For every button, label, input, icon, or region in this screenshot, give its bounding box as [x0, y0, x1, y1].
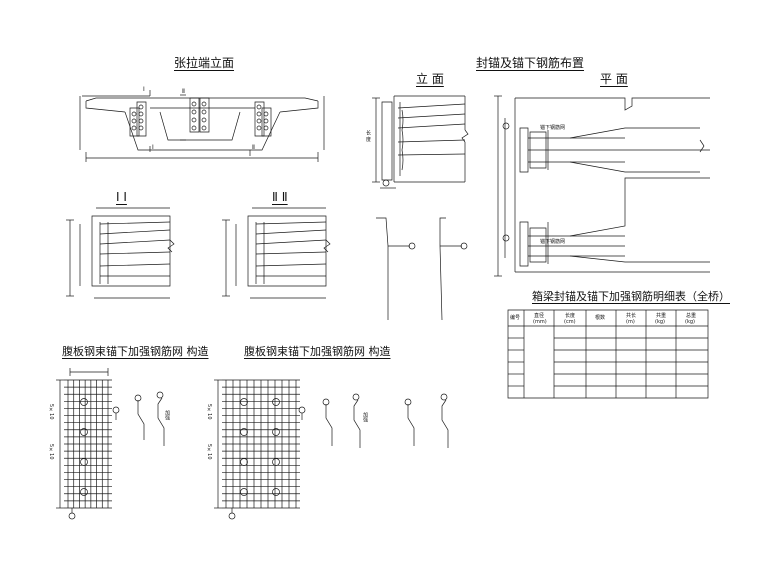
elevation-title: 立 面: [416, 72, 444, 86]
table-header-3: 根数: [595, 315, 606, 321]
anchorage-elevation-drawing: [372, 96, 468, 188]
anchorage-rebar-layout-title: 封锚及锚下钢筋布置: [476, 56, 585, 70]
section-mark-I-top: Ⅰ: [143, 86, 145, 93]
table-header-2-unit: (cm): [564, 319, 576, 325]
table-header-4-unit: (m): [626, 319, 635, 325]
table-header-1-unit: (mm): [533, 319, 547, 325]
table-header-0: 编号: [510, 315, 521, 321]
table-header-5-unit: (kg): [655, 319, 665, 325]
tension-end-elevation-drawing: [80, 90, 324, 162]
net-end-circle: [69, 513, 75, 519]
section-2-drawing: [222, 208, 330, 298]
anchor-hole-circle: [81, 459, 88, 466]
rebar-net-1-circles: [69, 399, 88, 520]
table-header-2: 长度: [565, 313, 576, 319]
plan-label-1: 锚下钢筋网: [540, 125, 566, 131]
section-mark-II-top: Ⅱ: [182, 88, 185, 95]
net-dimension-label-1: 5×10: [48, 404, 54, 420]
rebar-shapes-net-1: [113, 392, 164, 446]
elevation-dimension-label: 长 度: [365, 130, 371, 142]
rebar-net-1-drawing: [56, 368, 108, 508]
web-strand-net-2-title: 腹板钢束锚下加强钢筋网 构造: [244, 345, 391, 358]
anchor-hole-circle: [241, 459, 248, 466]
anchor-hole-circle: [273, 399, 280, 406]
rebar-label-2: 加强: [362, 412, 368, 422]
section-1-title: Ⅰ Ⅰ: [116, 190, 127, 204]
net-dimension-label-3: 5×10: [206, 404, 212, 420]
net-dimension-label-4: 5×10: [206, 444, 212, 460]
anchorage-plan-drawing: [494, 96, 710, 276]
detail-table-grid: [508, 310, 708, 398]
anchor-hole-circle: [81, 489, 88, 496]
anchor-hole-circle: [241, 429, 248, 436]
table-header-1: 直径: [534, 313, 545, 319]
detail-table-title: 箱梁封锚及锚下加强钢筋明细表（全桥）: [532, 290, 730, 303]
rebar-net-2-drawing: [214, 380, 222, 508]
table-header-5: 共重: [656, 313, 667, 319]
anchor-hole-circle: [273, 489, 280, 496]
table-header-6-unit: (kg): [685, 319, 695, 325]
rebar-net-1-grid: [64, 380, 112, 508]
rebar-shapes-net-2: [299, 394, 448, 448]
rebar-net-2-grid: [222, 380, 300, 508]
plan-title: 平 面: [600, 72, 628, 86]
section-2-title: Ⅱ Ⅱ: [272, 190, 288, 204]
anchor-hole-circle: [81, 429, 88, 436]
tension-end-elevation-title: 张拉端立面: [174, 56, 235, 70]
plan-label-2: 锚下钢筋网: [540, 239, 566, 245]
anchor-hole-circle: [241, 489, 248, 496]
anchor-hole-circle: [273, 459, 280, 466]
rebar-label-1: 加强: [164, 410, 170, 420]
web-strand-net-1-title: 腹板钢束锚下加强钢筋网 构造: [62, 345, 209, 358]
anchor-heads: [132, 102, 268, 130]
anchor-hole-circle: [241, 399, 248, 406]
section-mark-I-bottom: Ⅰ: [152, 144, 154, 151]
net-dimension-label-2: 5×10: [48, 444, 54, 460]
section-1-drawing: [66, 208, 174, 298]
rebar-net-2-circles: [229, 399, 280, 520]
table-header-4: 共长: [626, 313, 637, 319]
table-header-6: 总重: [686, 313, 697, 319]
anchor-hole-circle: [273, 429, 280, 436]
net-end-circle: [229, 513, 235, 519]
rebar-shapes-middle: [376, 218, 467, 320]
section-mark-II-bottom: Ⅱ: [252, 144, 255, 151]
anchor-hole-circle: [81, 399, 88, 406]
